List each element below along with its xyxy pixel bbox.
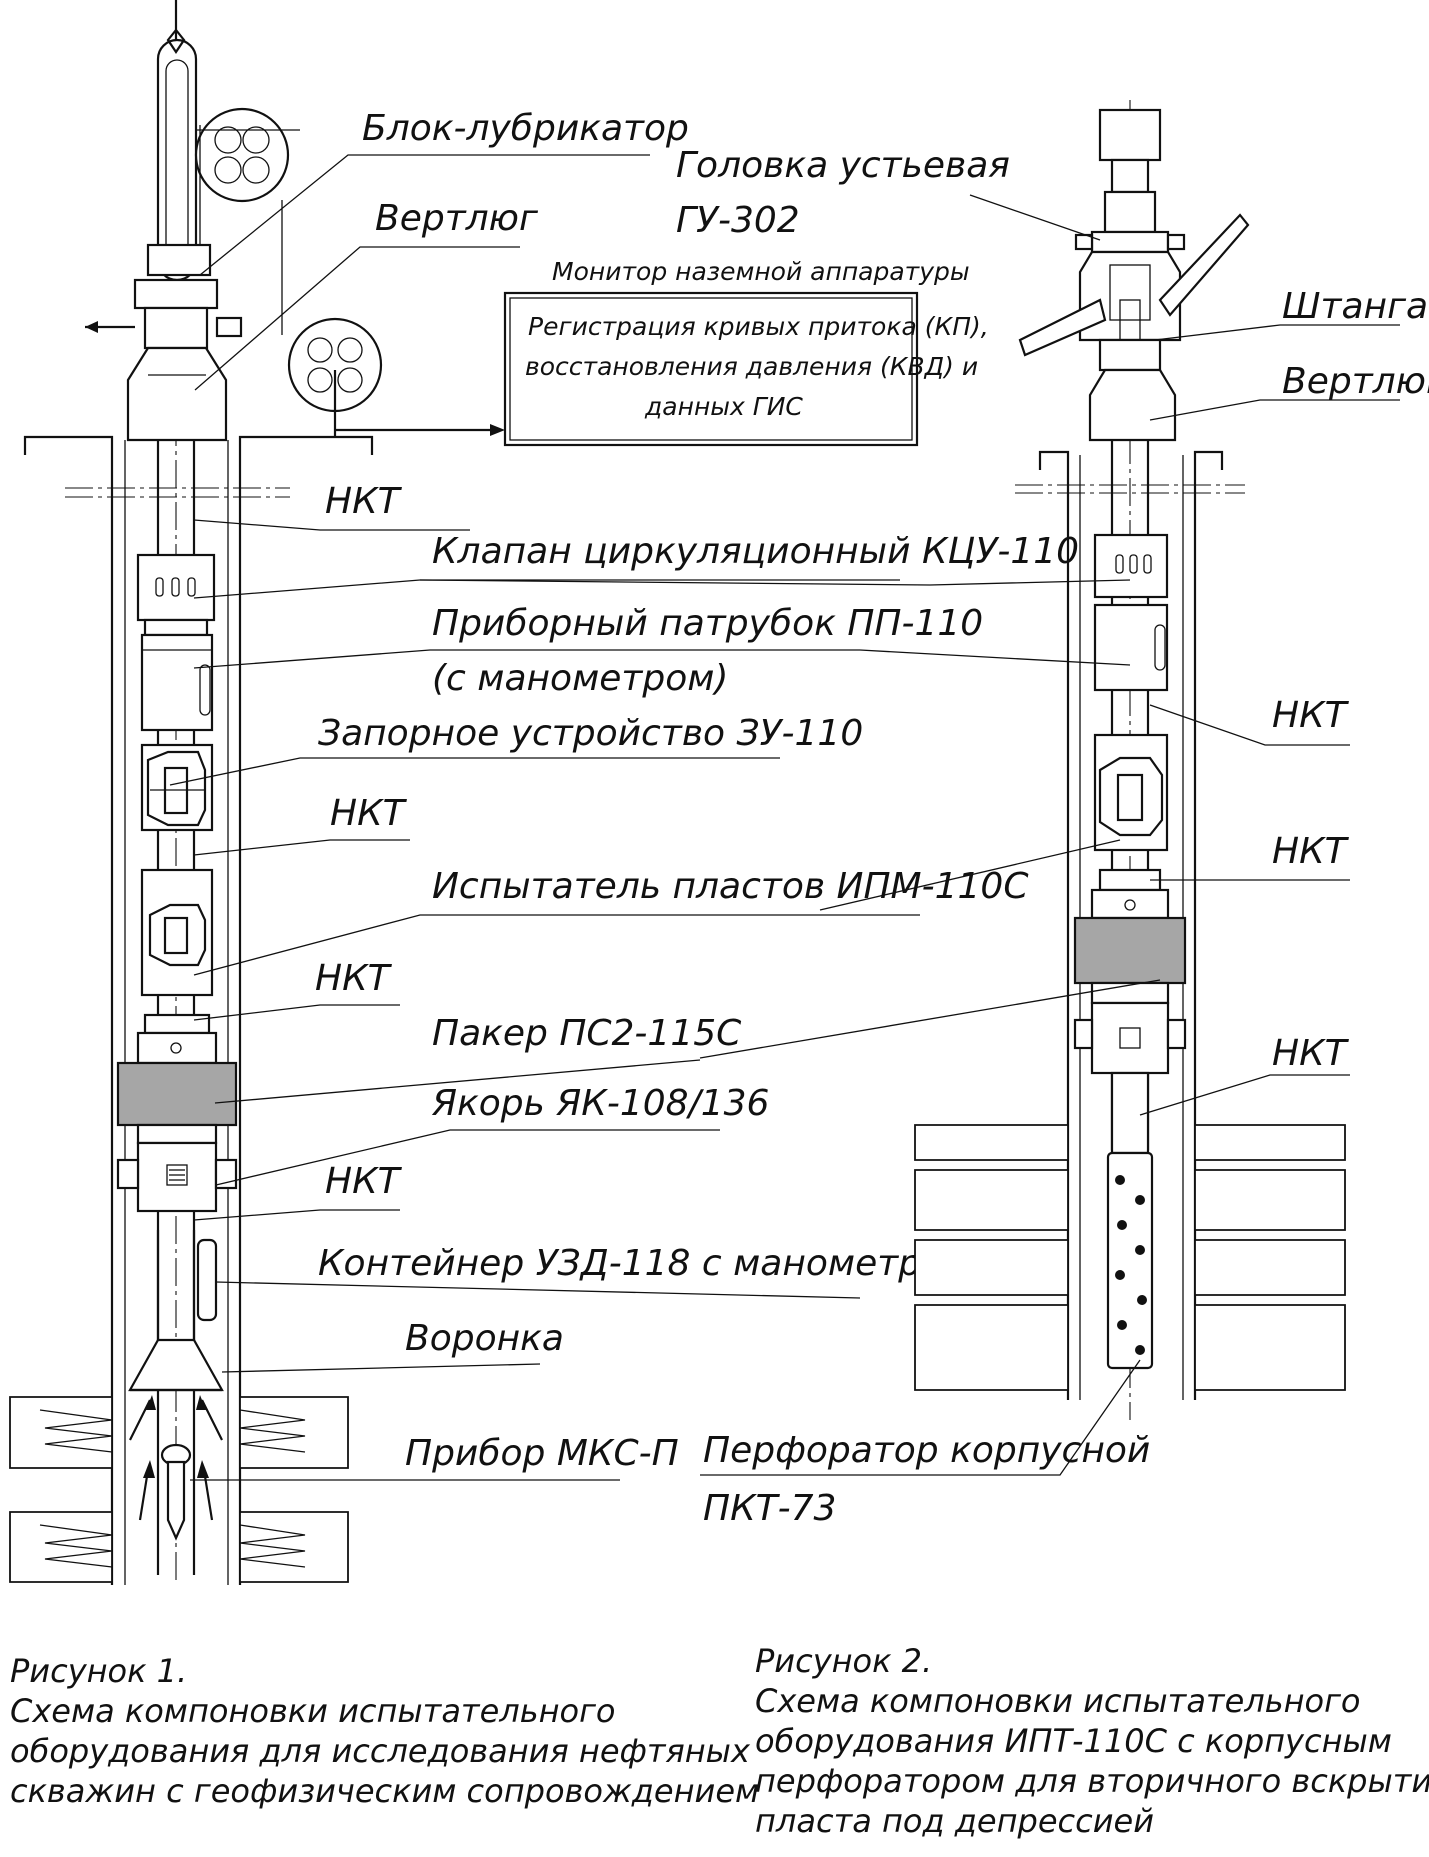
label-perforator-2a: Перфоратор корпусной <box>703 1430 1150 1471</box>
label-wellhead-2a: Головка устьевая <box>676 145 1010 186</box>
label-packer-1: Пакер ПС2-115С <box>432 1013 742 1054</box>
label-container-1: Контейнер УЗД-118 с манометром <box>318 1243 970 1284</box>
label-tubing-1d: НКТ <box>325 1161 403 1202</box>
label-perforator-2b: ПКТ-73 <box>703 1488 836 1529</box>
label-wellhead-2b: ГУ-302 <box>676 200 800 241</box>
leaders-2 <box>419 194 1400 1476</box>
label-tubing-1a: НКТ <box>325 481 403 522</box>
figure-1: Монитор наземной аппаратуры Регистрация … <box>9 0 1079 1810</box>
caption-2-line3: оборудования ИПТ-110С с корпусным <box>755 1722 1392 1760</box>
wellhead-2 <box>1018 108 1250 372</box>
swivel-2 <box>1088 368 1177 442</box>
circulation-valve-1 <box>136 553 216 637</box>
swivel-1 <box>126 346 228 442</box>
formation-tester-1 <box>140 868 214 997</box>
label-funnel-1: Воронка <box>405 1318 564 1359</box>
label-instrument-1: Прибор МКС-П <box>405 1433 679 1474</box>
monitor-title: Монитор наземной аппаратуры <box>552 257 970 286</box>
caption-2-line1: Рисунок 2. <box>755 1642 932 1680</box>
label-circ-valve-1: Клапан циркуляционный КЦУ-110 <box>432 531 1079 572</box>
label-gauge-sub-1a: Приборный патрубок ПП-110 <box>432 603 983 644</box>
ground-level-1 <box>23 435 374 1585</box>
caption-2: Рисунок 2. Схема компоновки испытательно… <box>755 1642 1429 1840</box>
monitor-line2: восстановления давления (КВД) и <box>525 352 978 381</box>
label-gauge-sub-1b: (с манометром) <box>432 658 728 699</box>
formation-layers-2 <box>914 1124 1346 1391</box>
shutoff-device-2 <box>1093 733 1169 852</box>
caption-2-line4: перфоратором для вторичного вскрытия <box>755 1762 1429 1800</box>
flow-arrows-1 <box>129 1395 223 1521</box>
label-tubing-2a: НКТ <box>1272 695 1350 736</box>
caption-1-line1: Рисунок 1. <box>10 1652 187 1690</box>
labels-1: Блок-лубрикатор Вертлюг НКТ Клапан цирку… <box>315 108 1079 1474</box>
perforator-2 <box>1106 1071 1154 1370</box>
figure-2: Головка устьевая ГУ-302 Штанга Вертлюг Н… <box>419 100 1429 1840</box>
caption-1-line2: Схема компоновки испытательного <box>10 1692 615 1730</box>
packer-assembly-1 <box>116 1013 238 1213</box>
container-1 <box>156 1230 218 1340</box>
label-tubing-1c: НКТ <box>315 958 393 999</box>
formation-layers-1 <box>9 1396 349 1583</box>
caption-2-line2: Схема компоновки испытательного <box>755 1682 1360 1720</box>
monitor-box: Монитор наземной аппаратуры Регистрация … <box>503 257 989 447</box>
monitor-line1: Регистрация кривых притока (КП), <box>528 312 989 341</box>
sheave-wheel <box>281 200 505 437</box>
lubricator <box>85 0 300 350</box>
label-swivel-2: Вертлюг <box>1282 361 1429 402</box>
label-tubing-2b: НКТ <box>1272 831 1350 872</box>
monitor-line3: данных ГИС <box>644 392 803 421</box>
caption-1-line3: оборудования для исследования нефтяных <box>10 1732 751 1770</box>
label-shutoff-1: Запорное устройство ЗУ-110 <box>318 713 863 754</box>
circulation-valve-2 <box>1093 533 1169 599</box>
label-rod-2: Штанга <box>1282 286 1428 327</box>
funnel-1 <box>128 1338 224 1392</box>
label-tubing-2c: НКТ <box>1272 1033 1350 1074</box>
label-swivel-1: Вертлюг <box>375 198 539 239</box>
caption-2-line5: пласта под депрессией <box>755 1802 1154 1840</box>
shutoff-device-1 <box>140 743 214 832</box>
packer-assembly-2 <box>1073 868 1187 1075</box>
caption-1-line4: скважин с геофизическим сопровождением <box>10 1772 759 1810</box>
label-lubricator: Блок-лубрикатор <box>362 108 689 149</box>
label-anchor-1: Якорь ЯК-108/136 <box>431 1083 769 1124</box>
label-tubing-1b: НКТ <box>330 793 408 834</box>
caption-1: Рисунок 1. Схема компоновки испытательно… <box>10 1652 759 1810</box>
gauge-sub-1 <box>140 633 214 732</box>
label-tester-1: Испытатель пластов ИПМ-110С <box>432 866 1029 907</box>
labels-2: Головка устьевая ГУ-302 Штанга Вертлюг Н… <box>676 145 1429 1529</box>
instrument-mksp <box>160 1443 192 1541</box>
gauge-sub-2 <box>1093 603 1169 692</box>
